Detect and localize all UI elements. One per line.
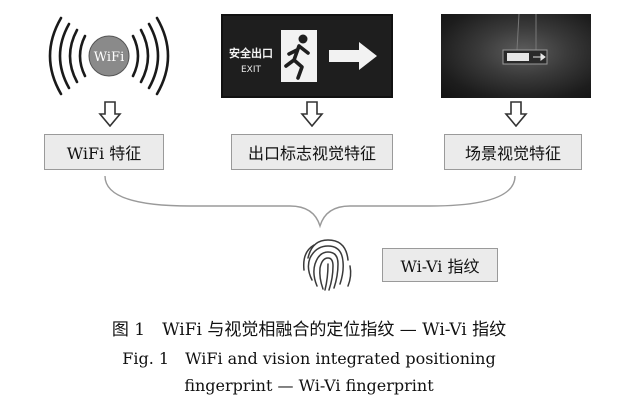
wi-vi-fingerprint-label: Wi-Vi 指纹: [400, 253, 479, 277]
wifi-signal-icon: WiFi: [33, 14, 185, 98]
running-person-icon: [281, 30, 317, 82]
exit-sign-image: 安全出口 EXIT: [221, 14, 393, 98]
down-arrow-icon-exit: [300, 101, 324, 127]
down-arrow-icon-scene: [504, 101, 528, 127]
caption-en-line2: fingerprint — Wi-Vi fingerprint: [0, 376, 618, 395]
wifi-feature-label: WiFi 特征: [67, 140, 142, 164]
wifi-feature-box: WiFi 特征: [44, 134, 164, 170]
fingerprint-icon: [296, 236, 358, 292]
wi-vi-fingerprint-box: Wi-Vi 指纹: [382, 248, 498, 282]
right-arrow-icon: [329, 42, 377, 70]
down-arrow-icon-wifi: [98, 101, 122, 127]
exit-sign-english-text: EXIT: [241, 65, 262, 75]
wifi-logo-text: WiFi: [94, 50, 124, 65]
scene-feature-label: 场景视觉特征: [465, 140, 561, 164]
exit-sign-feature-box: 出口标志视觉特征: [231, 134, 393, 170]
caption-cn: 图 1 WiFi 与视觉相融合的定位指纹 — Wi-Vi 指纹: [0, 315, 618, 340]
merge-brace: [100, 172, 520, 230]
caption-en-line1: Fig. 1 WiFi and vision integrated positi…: [0, 345, 618, 369]
exit-sign-chinese-text: 安全出口: [229, 46, 273, 60]
exit-sign-feature-label: 出口标志视觉特征: [248, 140, 376, 164]
scene-feature-box: 场景视觉特征: [444, 134, 582, 170]
scene-image: [441, 14, 591, 98]
